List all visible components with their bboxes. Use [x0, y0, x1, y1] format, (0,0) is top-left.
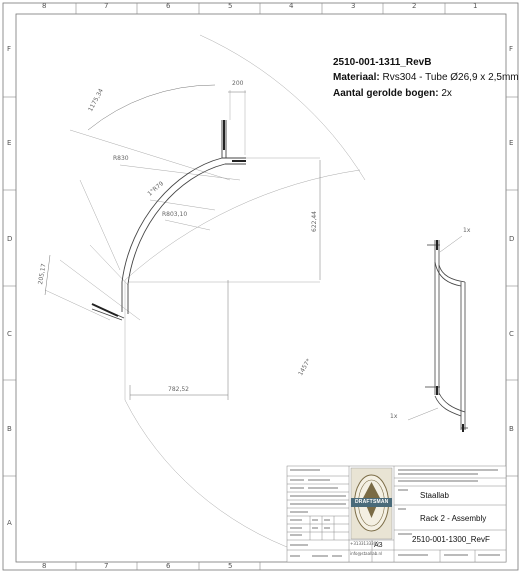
column-label-bottom: 6 [166, 562, 171, 570]
callout-bottom: 1x [390, 413, 398, 420]
column-label: 2 [412, 2, 417, 10]
column-label: 4 [289, 2, 294, 10]
drawing-title: Rack 2 - Assembly [420, 514, 487, 523]
material-value: Rvs304 - Tube Ø26,9 x 2,5mm [382, 72, 519, 83]
column-label: 6 [166, 2, 171, 10]
callout-top: 1x [463, 227, 471, 234]
column-label-bottom: 8 [42, 562, 47, 570]
inner-frame [15, 13, 507, 563]
bends-note: Aantal gerolde bogen: 2x [333, 89, 452, 99]
column-label: 8 [42, 2, 47, 10]
row-label-right: B [509, 425, 514, 433]
sheet-size: A3 [374, 542, 383, 549]
row-label-right: E [509, 139, 514, 147]
title-block-fine-text [290, 469, 500, 557]
dimension-200: 200 [232, 80, 244, 87]
column-label: 3 [351, 2, 356, 10]
row-label-right: D [509, 235, 515, 243]
column-label: 1 [473, 2, 478, 10]
logo-text: DRAFTSMAN [355, 499, 389, 505]
company-name: Staallab [420, 491, 449, 500]
row-ticks [3, 96, 518, 477]
column-label: 7 [104, 2, 109, 10]
material-label: Materiaal: [333, 72, 380, 83]
dimension-622: 622,44 [311, 211, 318, 232]
row-label: A [7, 519, 12, 527]
column-label-bottom: 5 [228, 562, 233, 570]
row-label: C [7, 330, 12, 338]
row-label: E [7, 139, 12, 147]
dimension-782: 782,52 [168, 386, 189, 393]
phone: +3133133300 [350, 541, 379, 546]
column-label: 5 [228, 2, 233, 10]
row-label: B [7, 425, 12, 433]
column-ticks [75, 3, 446, 570]
row-label: D [7, 235, 13, 243]
row-label: F [7, 45, 12, 53]
bent-tube-view [44, 34, 366, 553]
side-view [407, 235, 468, 432]
drawing-number: 2510-001-1300_RevF [412, 535, 490, 544]
draftsman-logo [350, 467, 393, 540]
row-label-right: F [509, 45, 514, 53]
dimension-r803: R803,10 [162, 211, 188, 218]
column-label-bottom: 7 [104, 562, 109, 570]
email: info@staallab.nl [350, 551, 383, 556]
bends-label: Aantal gerolde bogen: [333, 88, 439, 99]
bends-value: 2x [441, 88, 452, 99]
dimension-r830: R830 [113, 155, 129, 162]
part-number-note: 2510-001-1311_RevB [333, 57, 432, 68]
row-label-right: C [509, 330, 514, 338]
material-note: Materiaal: Rvs304 - Tube Ø26,9 x 2,5mm [333, 73, 519, 83]
